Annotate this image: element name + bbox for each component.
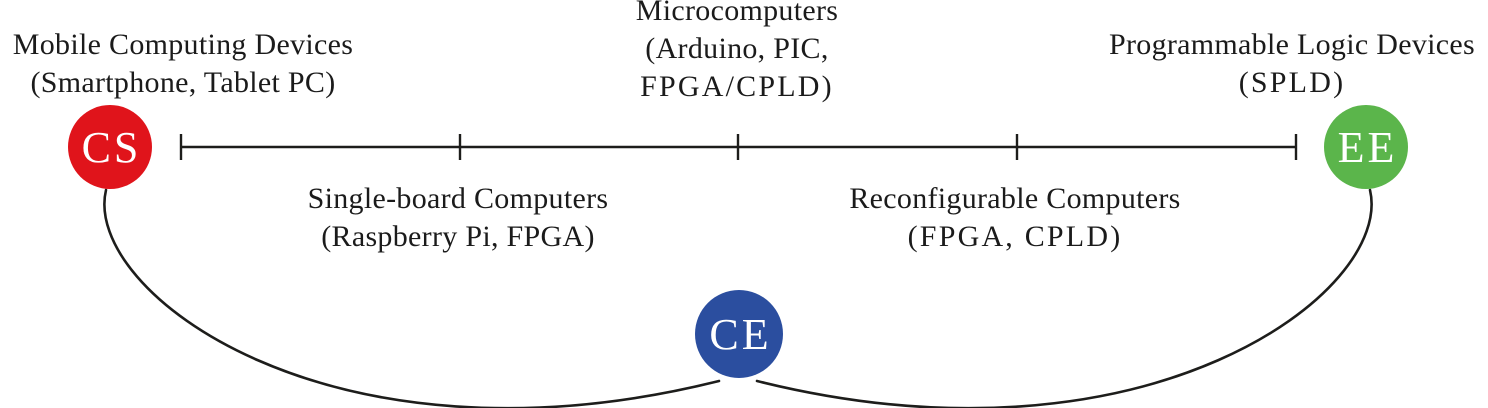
label-line: (Arduino, PIC, [645, 32, 829, 65]
label-line: Programmable Logic Devices [1108, 28, 1476, 61]
label-line: Mobile Computing Devices [12, 28, 354, 61]
label-mobile-computing-devices: Mobile Computing Devices (Smartphone, Ta… [13, 26, 354, 102]
label-line: (SPLD) [1238, 66, 1346, 99]
label-programmable-logic-devices: Programmable Logic Devices (SPLD) [1109, 26, 1475, 102]
label-microcomputers: Microcomputers (Arduino, PIC, FPGA/CPLD) [636, 0, 838, 106]
label-line: Microcomputers [635, 0, 839, 27]
label-line: (Smartphone, Tablet PC) [30, 66, 336, 99]
label-line: Single-board Computers [307, 182, 609, 215]
label-line: (Raspberry Pi, FPGA) [321, 220, 595, 253]
label-line: FPGA/CPLD) [640, 70, 834, 103]
node-ce-label: CE [709, 309, 772, 359]
node-ee: EE [1324, 105, 1408, 189]
label-reconfigurable-computers: Reconfigurable Computers (FPGA, CPLD) [849, 180, 1180, 256]
node-ce: CE [695, 290, 783, 378]
label-line: (FPGA, CPLD) [907, 220, 1123, 253]
node-ee-label: EE [1337, 122, 1398, 172]
node-cs-label: CS [81, 122, 142, 172]
label-single-board-computers: Single-board Computers (Raspberry Pi, FP… [308, 180, 609, 256]
ee-to-ce-curve [755, 188, 1373, 408]
cs-to-ce-curve [103, 188, 721, 408]
label-line: Reconfigurable Computers [849, 182, 1181, 215]
node-cs: CS [68, 105, 152, 189]
